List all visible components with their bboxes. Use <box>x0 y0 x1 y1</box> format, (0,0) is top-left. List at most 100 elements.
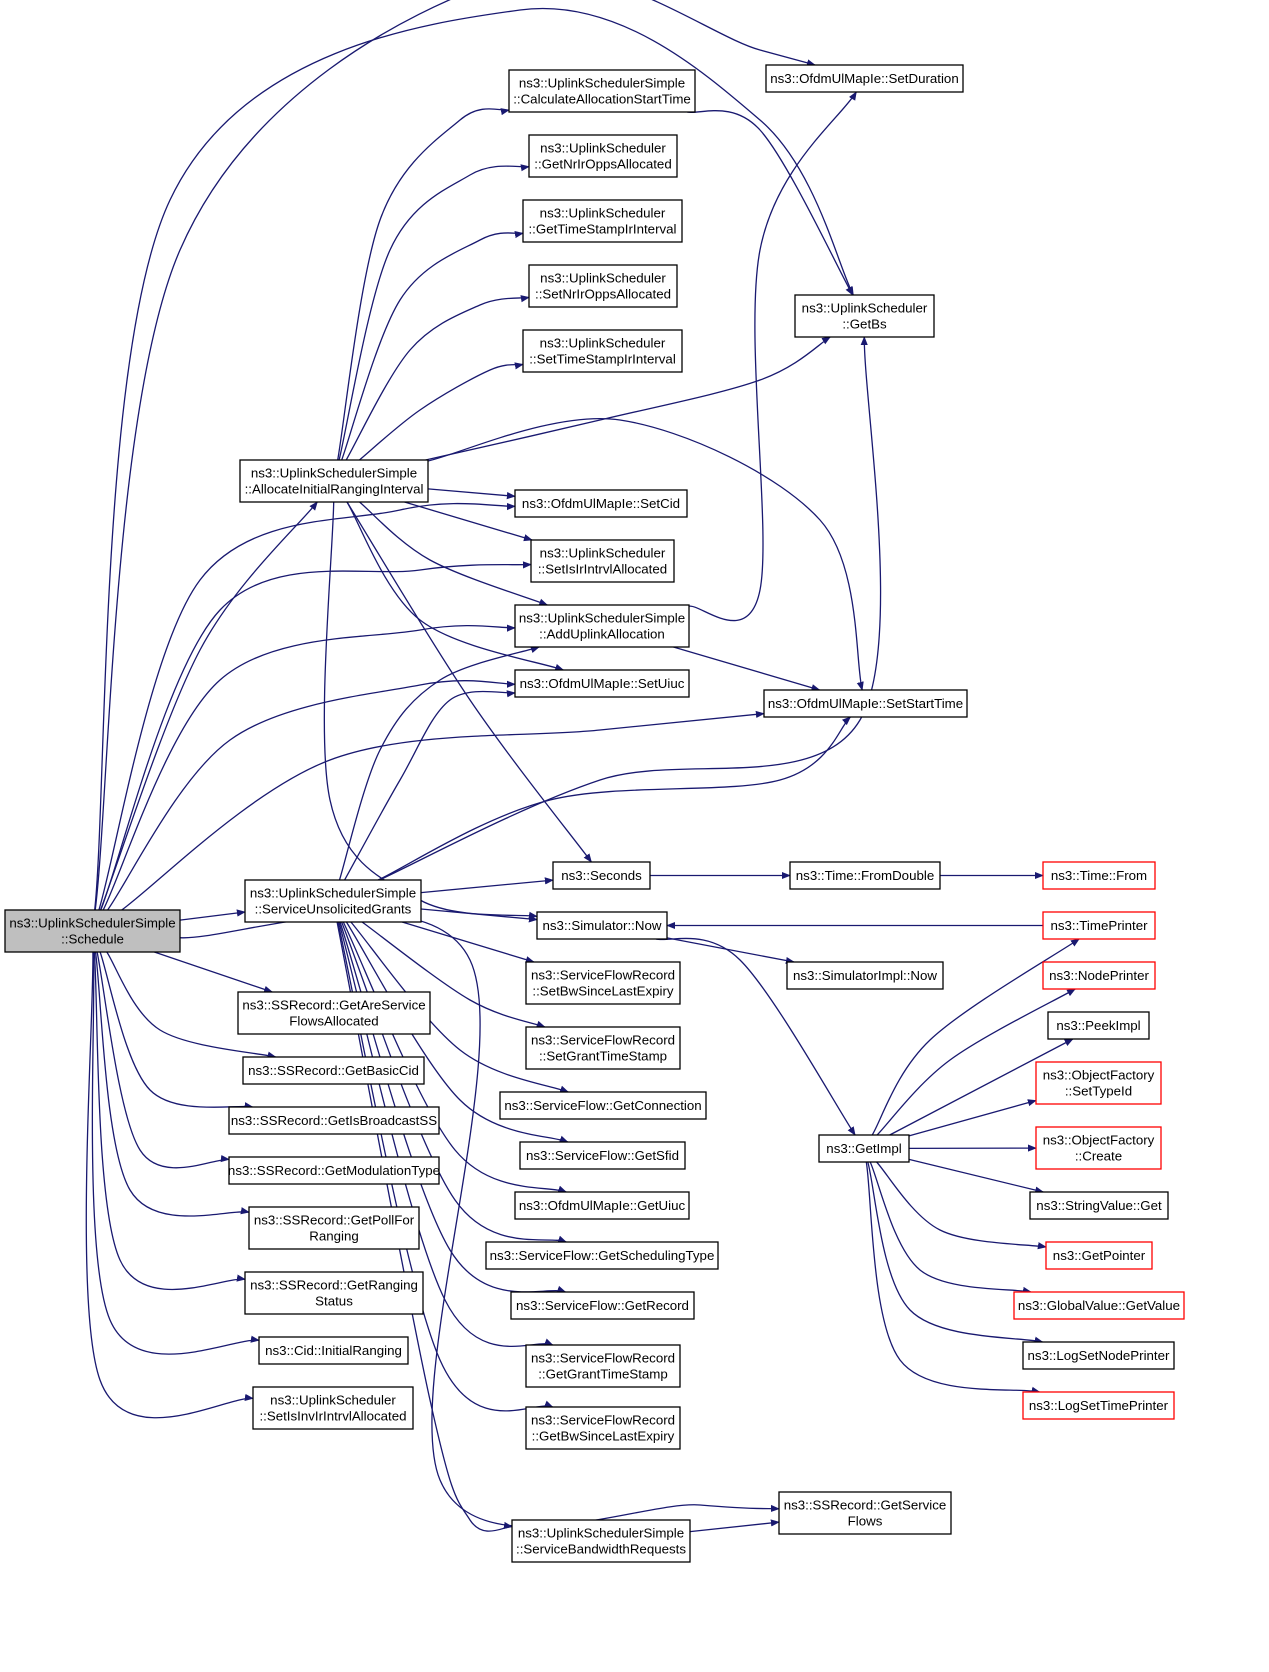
node-time-from[interactable]: ns3::Time::From <box>1042 861 1156 890</box>
edge-schedule-to-allocate_initial_ranging <box>99 501 318 911</box>
node-add-uplink-allocation[interactable]: ns3::UplinkSchedulerSimple::AddUplinkAll… <box>514 604 690 648</box>
node-label-line: ns3::UplinkSchedulerSimple <box>518 1526 684 1541</box>
node-box <box>244 879 422 923</box>
node-box <box>248 1206 420 1250</box>
node-allocate-initial-ranging[interactable]: ns3::UplinkSchedulerSimple::AllocateInit… <box>239 459 429 503</box>
node-sf-record-get-bw-since-last-expiry[interactable]: ns3::ServiceFlowRecord::GetBwSinceLastEx… <box>525 1406 681 1450</box>
node-calculate-allocation-start-time[interactable]: ns3::UplinkSchedulerSimple::CalculateAll… <box>508 69 696 113</box>
node-sf-record-set-bw-since-last-expiry[interactable]: ns3::ServiceFlowRecord::SetBwSinceLastEx… <box>525 961 681 1005</box>
node-set-uiuc[interactable]: ns3::OfdmUlMapIe::SetUiuc <box>514 669 690 698</box>
node-get-uiuc[interactable]: ns3::OfdmUlMapIe::GetUiuc <box>514 1191 690 1220</box>
edge-get_impl-to-global_value_get_value <box>869 1161 1032 1294</box>
node-box <box>552 861 651 890</box>
node-box <box>1047 1011 1150 1040</box>
node-set-is-inv-ir-intrvl-allocated[interactable]: ns3::UplinkScheduler::SetIsInvIrIntrvlAl… <box>252 1386 414 1430</box>
node-sf-record-get-grant-time-stamp[interactable]: ns3::ServiceFlowRecord::GetGrantTimeStam… <box>525 1344 681 1388</box>
node-set-start-time[interactable]: ns3::OfdmUlMapIe::SetStartTime <box>763 689 968 718</box>
node-box <box>522 329 683 373</box>
node-sf-get-connection[interactable]: ns3::ServiceFlow::GetConnection <box>499 1091 707 1120</box>
node-label-line: ns3::ServiceFlowRecord <box>531 1033 675 1048</box>
node-box <box>244 1271 424 1315</box>
edge-get_impl-to-time_printer <box>871 938 1080 1136</box>
node-label-line: Flows <box>848 1514 883 1529</box>
node-ss-get-are-service-flows-allocated[interactable]: ns3::SSRecord::GetAreServiceFlowsAllocat… <box>237 991 431 1035</box>
node-get-pointer[interactable]: ns3::GetPointer <box>1045 1241 1153 1270</box>
node-service-bandwidth-requests[interactable]: ns3::UplinkSchedulerSimple::ServiceBandw… <box>511 1519 691 1563</box>
edge-schedule-to-set_is_ir_intrvl_allocated <box>100 561 532 911</box>
node-simulator-now[interactable]: ns3::Simulator::Now <box>536 911 668 940</box>
node-box <box>511 1519 691 1563</box>
node-box <box>514 1191 690 1220</box>
node-set-is-ir-intrvl-allocated[interactable]: ns3::UplinkScheduler::SetIsIrIntrvlAlloc… <box>530 539 675 583</box>
node-schedule[interactable]: ns3::UplinkSchedulerSimple::Schedule <box>4 909 181 953</box>
node-sf-get-scheduling-type[interactable]: ns3::ServiceFlow::GetSchedulingType <box>485 1241 719 1270</box>
node-label-line: ::SetGrantTimeStamp <box>539 1049 667 1064</box>
node-label-line: ::SetNrIrOppsAllocated <box>535 287 671 302</box>
node-time-from-double[interactable]: ns3::Time::FromDouble <box>789 861 941 890</box>
node-label-line: ns3::Time::From <box>1051 868 1147 883</box>
node-label-line: ::Create <box>1075 1149 1122 1164</box>
node-log-set-time-printer[interactable]: ns3::LogSetTimePrinter <box>1022 1391 1175 1420</box>
edge-get_impl-to-string_value_get <box>908 1158 1045 1194</box>
node-sf-record-set-grant-time-stamp[interactable]: ns3::ServiceFlowRecord::SetGrantTimeStam… <box>525 1026 681 1070</box>
node-log-set-node-printer[interactable]: ns3::LogSetNodePrinter <box>1022 1341 1175 1370</box>
node-box <box>786 961 944 990</box>
node-box <box>4 909 181 953</box>
node-label-line: ::AllocateInitialRangingInterval <box>245 482 424 497</box>
node-label-line: ::SetBwSinceLastExpiry <box>532 984 674 999</box>
node-set-time-stamp-ir-interval[interactable]: ns3::UplinkScheduler::SetTimeStampIrInte… <box>522 329 683 373</box>
edge-service_unsolicited_grants-to-get_uiuc <box>342 921 568 1193</box>
node-object-factory-set-type-id[interactable]: ns3::ObjectFactory::SetTypeId <box>1035 1061 1162 1105</box>
node-seconds[interactable]: ns3::Seconds <box>552 861 651 890</box>
node-box <box>525 1406 681 1450</box>
edge-get_impl-to-node_printer <box>876 988 1076 1136</box>
node-box <box>528 134 678 178</box>
node-box <box>1035 1126 1162 1170</box>
node-sf-get-sfid[interactable]: ns3::ServiceFlow::GetSfid <box>519 1141 686 1170</box>
edge-schedule-to-cid_initial_ranging <box>91 951 260 1355</box>
node-global-value-get-value[interactable]: ns3::GlobalValue::GetValue <box>1013 1291 1185 1320</box>
node-get-bs[interactable]: ns3::UplinkScheduler::GetBs <box>794 294 935 338</box>
edge-allocate_initial_ranging-to-set_uiuc <box>346 501 565 671</box>
node-label-line: ns3::ServiceFlow::GetRecord <box>516 1298 689 1313</box>
node-get-impl[interactable]: ns3::GetImpl <box>818 1134 910 1163</box>
node-string-value-get[interactable]: ns3::StringValue::Get <box>1029 1191 1169 1220</box>
node-label-line: ns3::Time::FromDouble <box>796 868 934 883</box>
node-box <box>239 459 429 503</box>
node-time-printer[interactable]: ns3::TimePrinter <box>1042 911 1156 940</box>
edge-service_unsolicited_grants-to-service_bandwidth_requests <box>336 921 513 1532</box>
edge-service_unsolicited_grants-to-get_bs <box>379 336 882 881</box>
node-box <box>228 1156 440 1185</box>
node-label-line: ns3::NodePrinter <box>1049 968 1149 983</box>
node-label-line: ns3::ServiceFlow::GetSchedulingType <box>490 1248 715 1263</box>
node-set-duration[interactable]: ns3::OfdmUlMapIe::SetDuration <box>765 64 964 93</box>
node-label-line: ns3::OfdmUlMapIe::GetUiuc <box>519 1198 686 1213</box>
node-node-printer[interactable]: ns3::NodePrinter <box>1042 961 1156 990</box>
node-set-cid[interactable]: ns3::OfdmUlMapIe::SetCid <box>514 489 688 518</box>
node-object-factory-create[interactable]: ns3::ObjectFactory::Create <box>1035 1126 1162 1170</box>
node-label-line: ns3::SSRecord::GetRanging <box>250 1278 418 1293</box>
node-get-nr-ir-opps-allocated[interactable]: ns3::UplinkScheduler::GetNrIrOppsAllocat… <box>528 134 678 178</box>
node-set-nr-ir-opps-allocated[interactable]: ns3::UplinkScheduler::SetNrIrOppsAllocat… <box>528 264 678 308</box>
edge-allocate_initial_ranging-to-calculate_allocation_start_time <box>337 108 510 461</box>
edge-schedule-to-ss_get_basic_cid <box>106 951 277 1059</box>
node-sf-get-record[interactable]: ns3::ServiceFlow::GetRecord <box>510 1291 695 1320</box>
node-box <box>1013 1291 1185 1320</box>
node-box <box>1022 1391 1175 1420</box>
node-service-unsolicited-grants[interactable]: ns3::UplinkSchedulerSimple::ServiceUnsol… <box>244 879 422 923</box>
node-label-line: ns3::ServiceFlowRecord <box>531 968 675 983</box>
edge-service_unsolicited_grants-to-sf_get_connection <box>350 921 570 1093</box>
node-get-time-stamp-ir-interval[interactable]: ns3::UplinkScheduler::GetTimeStampIrInte… <box>522 199 683 243</box>
node-ss-get-modulation-type[interactable]: ns3::SSRecord::GetModulationType <box>228 1156 440 1185</box>
node-ss-get-is-broadcast-ss[interactable]: ns3::SSRecord::GetIsBroadcastSS <box>228 1106 440 1135</box>
node-ss-get-basic-cid[interactable]: ns3::SSRecord::GetBasicCid <box>242 1056 425 1085</box>
call-nodes: ns3::UplinkSchedulerSimple::Schedulens3:… <box>4 64 1185 1563</box>
edge-simulator_now-to-get_impl <box>655 937 856 1136</box>
node-simulator-impl-now[interactable]: ns3::SimulatorImpl::Now <box>786 961 944 990</box>
node-label-line: ::GetBs <box>842 317 887 332</box>
node-cid-initial-ranging[interactable]: ns3::Cid::InitialRanging <box>258 1336 409 1365</box>
node-peek-impl[interactable]: ns3::PeekImpl <box>1047 1011 1150 1040</box>
